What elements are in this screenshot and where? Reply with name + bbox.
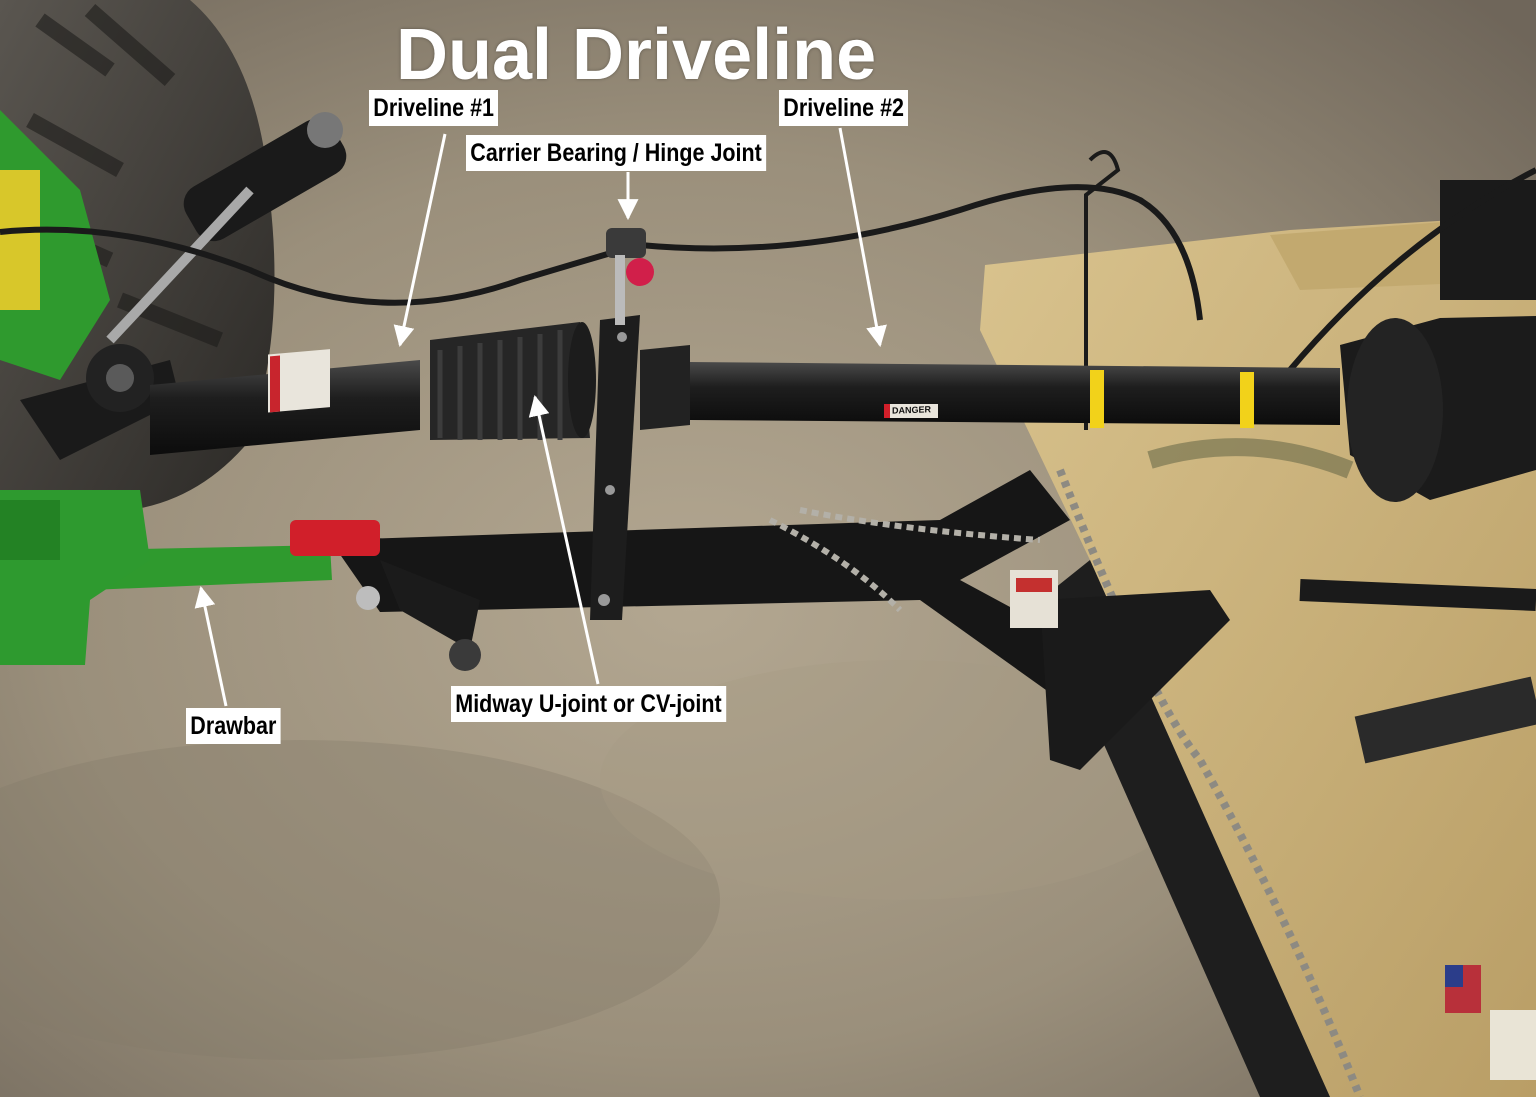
deck-chain xyxy=(1056,468,1364,1097)
page-title: Dual Driveline xyxy=(396,15,877,95)
three-point-hitch xyxy=(20,112,347,460)
safety-chain xyxy=(768,507,1041,613)
label-driveline-1: Driveline #1 xyxy=(369,90,499,126)
label-carrier-bearing: Carrier Bearing / Hinge Joint xyxy=(466,135,767,171)
label-midway-joint: Midway U-joint or CV-joint xyxy=(451,686,726,722)
driveline-2 xyxy=(640,316,1536,502)
label-driveline-2: Driveline #2 xyxy=(779,90,909,126)
carrier-bearing xyxy=(590,228,654,620)
label-drawbar: Drawbar xyxy=(186,708,281,744)
danger-decal: DANGER xyxy=(892,404,932,416)
tractor-drawbar xyxy=(90,520,481,671)
